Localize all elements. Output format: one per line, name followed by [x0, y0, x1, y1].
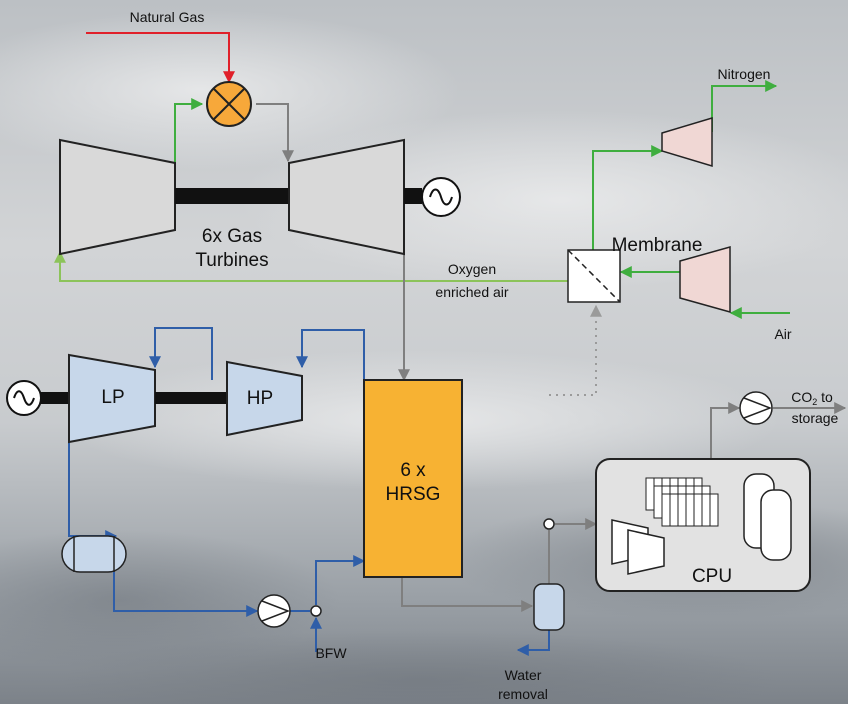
co2-label-2: storage	[792, 410, 839, 426]
compressed-air-stream	[174, 98, 204, 163]
combustor-icon	[206, 81, 252, 127]
hp-label: HP	[247, 388, 273, 409]
water-label-2: removal	[498, 686, 548, 702]
cpu-heat-exchanger-icon	[645, 477, 719, 527]
oxygen-label-2: enriched air	[435, 284, 508, 300]
feedwater-pump-icon	[257, 594, 291, 628]
membrane-unit	[567, 249, 621, 303]
natural-gas-stream	[86, 32, 235, 84]
cpu-to-pump	[710, 402, 741, 459]
cpu-label: CPU	[692, 566, 732, 587]
membrane-label: Membrane	[612, 235, 703, 256]
steam-turbine-shaft	[155, 392, 227, 404]
co2-junction	[543, 518, 555, 530]
air-compressor	[679, 246, 731, 313]
condenser-icon	[61, 535, 127, 573]
gas-turbines-label-2: Turbines	[195, 250, 268, 271]
flue-gas-stream	[401, 577, 534, 612]
air-label: Air	[774, 326, 791, 342]
gas-turbine-unit: 6x Gas Turbines	[59, 138, 461, 271]
gas-turbine-compressor	[59, 138, 176, 256]
hrsg-label-2: HRSG	[386, 484, 441, 505]
bfw-label: BFW	[315, 645, 347, 661]
feedwater-to-hrsg	[315, 555, 366, 605]
generator-icon	[421, 177, 461, 217]
nitrogen-stream-out	[711, 80, 778, 132]
hrsg-unit	[363, 379, 463, 578]
nitrogen-label: Nitrogen	[718, 66, 771, 82]
lp-generator-shaft	[41, 392, 69, 404]
nitrogen-expander	[661, 116, 713, 168]
lp-generator-icon	[6, 380, 42, 416]
water-label-1: Water	[505, 667, 542, 683]
co2-pump-icon	[739, 391, 773, 425]
combustion-gas-stream	[256, 103, 294, 163]
hrsg-label-1: 6 x	[400, 460, 426, 481]
oxygen-label-1: Oxygen	[448, 261, 496, 277]
steam-loop-hp	[296, 329, 365, 380]
lp-turbine	[68, 353, 156, 444]
bfw-junction	[310, 605, 322, 617]
condensate-stream	[113, 572, 259, 617]
hp-turbine	[226, 360, 303, 437]
natural-gas-label: Natural Gas	[130, 9, 205, 25]
co2-label-1: CO2 to	[791, 389, 833, 407]
nitrogen-stream-to-compressor	[592, 145, 664, 250]
steam-loop-lp	[149, 327, 213, 380]
cpu-compressor-icon	[611, 519, 665, 575]
oxygen-enriched-air-stream	[54, 250, 568, 282]
water-removal-stream	[516, 630, 550, 656]
lp-label: LP	[101, 387, 124, 408]
gas-turbine-expander	[288, 138, 405, 256]
water-separator	[533, 583, 565, 631]
generator-shaft	[404, 188, 422, 204]
gas-turbines-label-1: 6x Gas	[202, 226, 262, 247]
cpu-unit: CPU	[595, 458, 811, 592]
gas-turbine-shaft	[175, 188, 289, 204]
oxygen-recycle-stream	[549, 304, 602, 396]
cpu-vessel-icon	[743, 473, 792, 561]
